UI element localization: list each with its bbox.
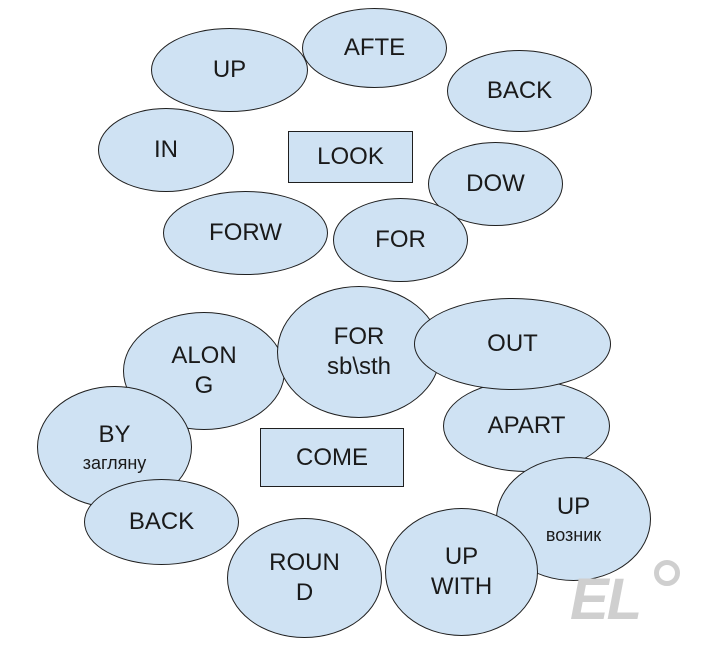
- center-label: LOOK: [317, 143, 384, 170]
- look-for-ellipse: FOR: [333, 198, 468, 282]
- look-up-ellipse: UP: [151, 28, 308, 112]
- come-along-ellipse: ALON G: [123, 312, 285, 430]
- center-label: COME: [296, 443, 368, 471]
- ellipse-label: ALON: [171, 342, 237, 369]
- come-for-ellipse: FOR sb\sth: [277, 286, 441, 418]
- look-in-ellipse: IN: [98, 108, 234, 192]
- ellipse-label: FORW: [209, 219, 282, 246]
- ellipse-sublabel: возник: [545, 525, 602, 545]
- ellipse-label: APART: [487, 412, 566, 439]
- look-after-ellipse: AFTE: [302, 8, 447, 88]
- ellipse-label: ROUN: [269, 549, 340, 576]
- ellipse-label: DOW: [466, 170, 525, 197]
- ellipse-label: UP: [212, 56, 247, 83]
- come-round-ellipse: ROUN D: [227, 518, 382, 638]
- ellipse-label: sb\sth: [326, 353, 392, 380]
- ellipse-label: WITH: [430, 573, 493, 600]
- ellipse-label: OUT: [487, 330, 538, 357]
- come-out-ellipse: OUT: [414, 298, 611, 390]
- ellipse-label: BY: [98, 421, 131, 448]
- ellipse-label: AFTE: [343, 34, 406, 61]
- come-center-box: COME: [260, 428, 404, 487]
- el-logo: EL: [570, 560, 690, 632]
- come-back-ellipse: BACK: [84, 479, 239, 565]
- ellipse-label: UP: [556, 493, 591, 520]
- come-up-with-ellipse: UP WITH: [385, 508, 538, 636]
- ellipse-label: IN: [154, 136, 178, 163]
- look-center-box: LOOK: [288, 131, 413, 183]
- ellipse-label: D: [295, 579, 314, 606]
- look-forward-ellipse: FORW: [163, 191, 328, 275]
- look-back-ellipse: BACK: [447, 50, 592, 132]
- ellipse-label: FOR: [375, 226, 426, 253]
- come-up-ellipse: UP возник: [496, 457, 651, 581]
- ellipse-label: BACK: [128, 508, 195, 535]
- ellipse-sublabel: загляну: [82, 453, 147, 473]
- ellipse-label: BACK: [486, 77, 553, 104]
- ellipse-label: UP: [444, 543, 479, 570]
- ellipse-label: G: [194, 372, 214, 399]
- ellipse-label: FOR: [333, 323, 385, 350]
- logo-text: EL: [570, 567, 642, 632]
- logo-circle-icon: [654, 560, 680, 586]
